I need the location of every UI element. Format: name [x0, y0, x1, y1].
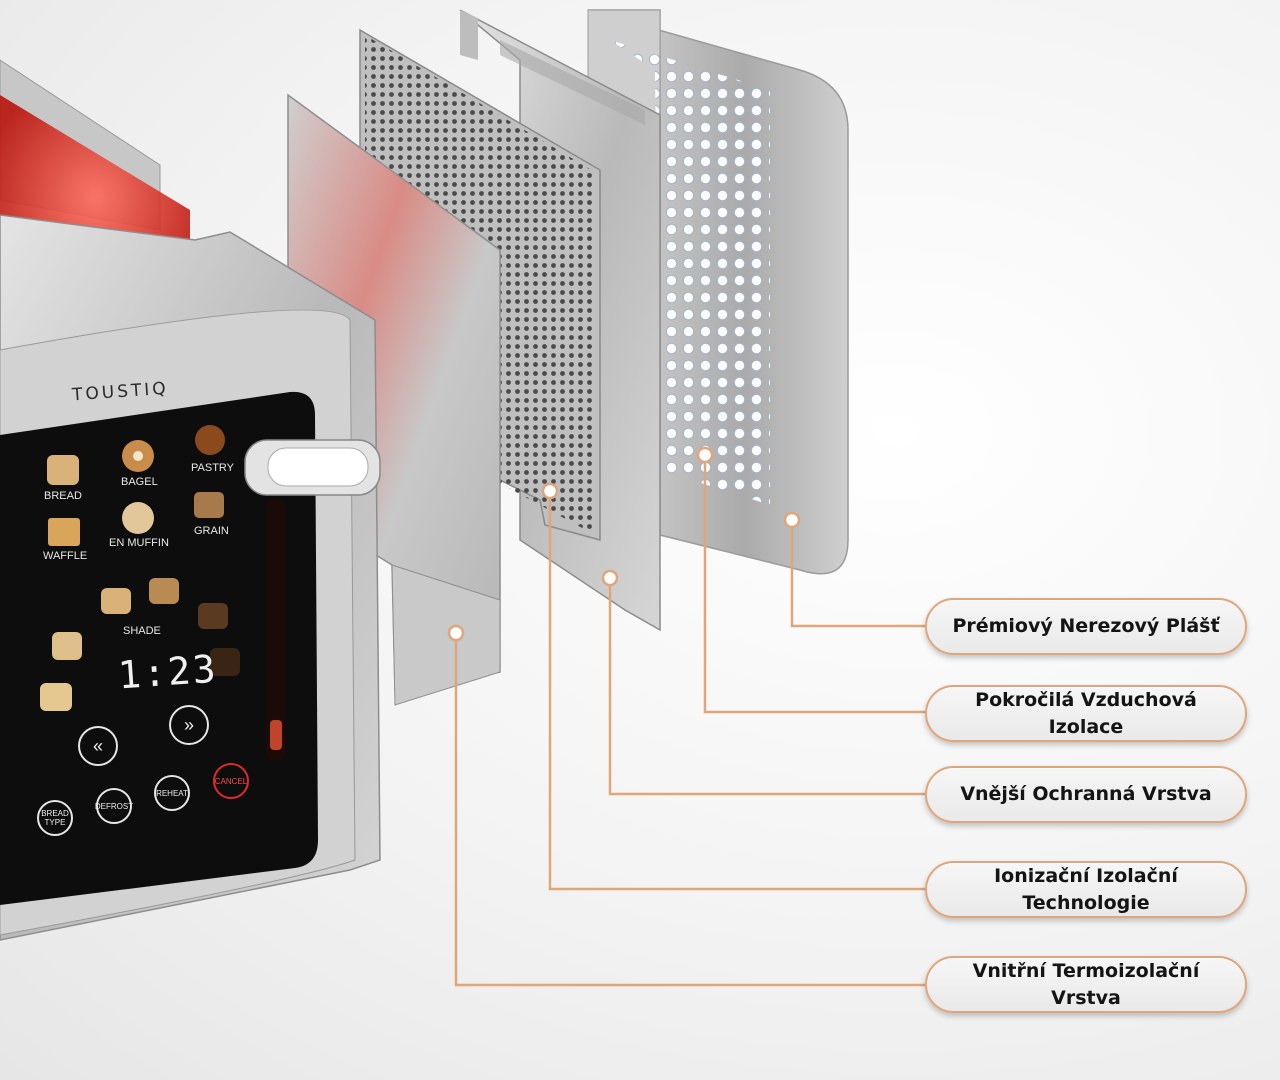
- shade-decrease-button[interactable]: «: [78, 726, 118, 766]
- shade-increase-button[interactable]: »: [169, 705, 209, 745]
- callout-premium-stainless-shell: Prémiový Nerezový Plášť: [925, 598, 1247, 655]
- callout-text: Pokročilá Vzduchová Izolace: [975, 688, 1197, 738]
- callout-inner-thermal-insulation-layer: Vnitřní Termoizolační Vrstva: [925, 956, 1247, 1013]
- callout-text: Prémiový Nerezový Plášť: [952, 615, 1220, 637]
- preset-icons: [40, 425, 240, 711]
- preset-label-bagel[interactable]: BAGEL: [121, 476, 158, 488]
- reheat-button[interactable]: REHEAT: [154, 775, 190, 811]
- callout-outer-protective-layer: Vnější Ochranná Vrstva: [925, 766, 1247, 823]
- leader-dots: [447, 446, 801, 642]
- bread-slot: [266, 500, 286, 760]
- timer-display: 1:23: [116, 646, 219, 698]
- shade-label: SHADE: [123, 625, 161, 637]
- preset-label-grain[interactable]: GRAIN: [194, 525, 229, 537]
- leader-lines: [454, 455, 925, 987]
- callout-ionization-insulation-technology: Ionizační Izolační Technologie: [925, 861, 1247, 918]
- preset-label-bread[interactable]: BREAD: [44, 490, 82, 502]
- callout-text: Vnější Ochranná Vrstva: [960, 783, 1212, 805]
- callout-advanced-air-insulation: Pokročilá Vzduchová Izolace: [925, 685, 1247, 742]
- preset-label-waffle[interactable]: WAFFLE: [43, 550, 88, 562]
- callout-text-line1: Ionizační Izolační: [994, 864, 1178, 887]
- defrost-button[interactable]: DEFROST: [95, 788, 133, 824]
- preset-label-en-muffin[interactable]: EN MUFFIN: [109, 537, 169, 549]
- callout-text-line2: Vrstva: [1051, 986, 1121, 1009]
- inner-thermal-insulation-sheet: [287, 93, 501, 706]
- callout-text-line1: Vnitřní Termoizolační: [972, 959, 1200, 982]
- cancel-button[interactable]: CANCEL: [213, 763, 249, 799]
- callout-text-line2: Technologie: [1022, 891, 1150, 914]
- toasting-lever[interactable]: [244, 439, 381, 496]
- bread-type-button[interactable]: BREAD TYPE: [37, 800, 73, 836]
- preset-label-pastry[interactable]: PASTRY: [191, 462, 234, 474]
